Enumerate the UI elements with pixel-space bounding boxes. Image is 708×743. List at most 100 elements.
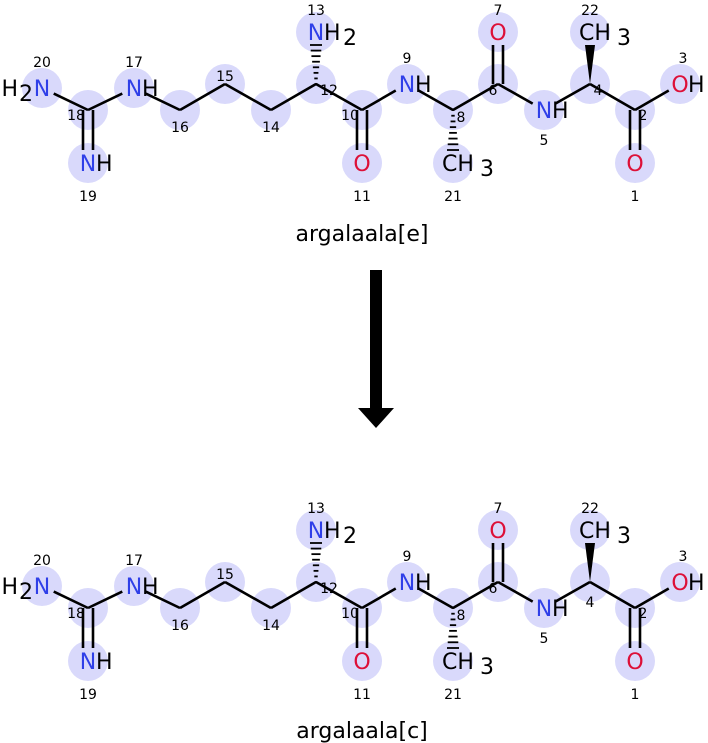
bond-4-22 (585, 45, 595, 84)
atom-number-19: 19 (79, 189, 97, 205)
atom-highlight-20 (22, 566, 62, 606)
atom-number-13: 13 (307, 501, 325, 517)
atom-label-13: N (308, 519, 324, 544)
bond-15-14 (224, 580, 272, 610)
bond-8-6 (452, 580, 499, 610)
atom-number-9: 9 (403, 51, 412, 67)
atom-highlight-13 (296, 510, 336, 550)
atom-number-5: 5 (540, 631, 549, 647)
atom-number-1: 1 (631, 189, 640, 205)
atom-label-7: O (489, 519, 506, 544)
atom-label-21: CH (442, 650, 474, 675)
atom-number-2: 2 (639, 108, 648, 124)
subscript-label: 3 (617, 524, 631, 549)
bond-5-4 (554, 82, 591, 105)
atom-number-9: 9 (403, 549, 412, 565)
atom-highlight-21 (433, 641, 473, 681)
atom-number-14: 14 (262, 120, 280, 136)
bond-16-15 (179, 580, 226, 610)
atom-number-15: 15 (216, 567, 234, 583)
atom-label-17: N (126, 77, 142, 102)
atom-highlight-5 (524, 588, 564, 628)
hydrogen-label: H (142, 575, 159, 600)
hydrogen-label: H (552, 597, 569, 622)
bond-5-4 (554, 580, 591, 603)
bond-15-14 (224, 82, 272, 112)
atom-highlight-3 (660, 64, 700, 104)
hydrogen-label: H (415, 73, 432, 98)
atom-label-13: N (308, 21, 324, 46)
hydrogen-label: H (552, 99, 569, 124)
bond-2-3 (634, 587, 670, 610)
bond-14-12 (270, 580, 317, 610)
atom-number-10: 10 (341, 606, 359, 622)
subscript-label: 2 (343, 524, 357, 549)
atom-label-3: O (671, 73, 688, 98)
bond-2-1 (628, 608, 642, 648)
atom-number-6: 6 (489, 581, 498, 597)
atom-label-11: O (353, 152, 370, 177)
atom-highlight-9 (387, 64, 427, 104)
atom-number-17: 17 (125, 55, 143, 71)
atom-number-19: 19 (79, 687, 97, 703)
atom-highlight-17 (114, 566, 154, 606)
atom-highlight-19 (68, 143, 108, 183)
bond-17-16 (145, 590, 181, 610)
atom-highlight-7 (478, 12, 518, 52)
bond-6-5 (497, 580, 534, 603)
atom-number-22: 22 (581, 3, 599, 19)
atom-label-19: N (80, 650, 96, 675)
hydrogen-label: H (96, 152, 113, 177)
atom-highlight-11 (342, 641, 382, 681)
bond-2-3 (634, 89, 670, 112)
atom-number-12: 12 (320, 83, 338, 99)
atom-number-12: 12 (320, 581, 338, 597)
atom-number-13: 13 (307, 3, 325, 19)
atom-number-7: 7 (494, 3, 503, 19)
atom-highlight-3 (660, 562, 700, 602)
bond-12-13 (310, 542, 322, 583)
atom-label-20: N (34, 575, 50, 600)
bond-17-16 (145, 92, 181, 112)
atom-number-3: 3 (679, 51, 688, 67)
bond-20-18 (53, 92, 89, 112)
hydrogen-label: H (142, 77, 159, 102)
bond-12-10 (315, 580, 363, 610)
hydrogen-label: H (324, 519, 341, 544)
atom-label-22: CH (579, 519, 611, 544)
subscript-label: 2 (19, 82, 33, 107)
subscript-label: 2 (19, 580, 33, 605)
atom-highlight-9 (387, 562, 427, 602)
bond-8-21 (447, 109, 459, 151)
subscript-label: 3 (480, 655, 494, 680)
atom-number-8: 8 (457, 608, 466, 624)
hydrogen-label: H (688, 571, 705, 596)
bond-10-9 (361, 587, 397, 610)
atom-highlight-7 (478, 510, 518, 550)
atom-number-16: 16 (171, 618, 189, 634)
atom-label-7: O (489, 21, 506, 46)
atom-label-3: O (671, 571, 688, 596)
reaction-arrow (358, 270, 394, 428)
atom-label-1: O (626, 152, 643, 177)
atom-number-20: 20 (33, 55, 51, 71)
bond-12-10 (315, 82, 363, 112)
atom-number-21: 21 (444, 189, 462, 205)
atom-highlight-19 (68, 641, 108, 681)
bond-18-17 (87, 92, 123, 112)
atom-number-18: 18 (67, 108, 85, 124)
bond-8-6 (452, 82, 499, 112)
atom-number-10: 10 (341, 108, 359, 124)
subscript-label: 3 (617, 26, 631, 51)
atom-number-2: 2 (639, 606, 648, 622)
atom-number-14: 14 (262, 618, 280, 634)
subscript-label: 2 (343, 26, 357, 51)
bond-6-5 (497, 82, 534, 105)
atom-number-18: 18 (67, 606, 85, 622)
atom-number-3: 3 (679, 549, 688, 565)
atom-label-1: O (626, 650, 643, 675)
hydrogen-label: H (324, 21, 341, 46)
atom-highlight-1 (615, 143, 655, 183)
arrow-head (358, 408, 394, 428)
